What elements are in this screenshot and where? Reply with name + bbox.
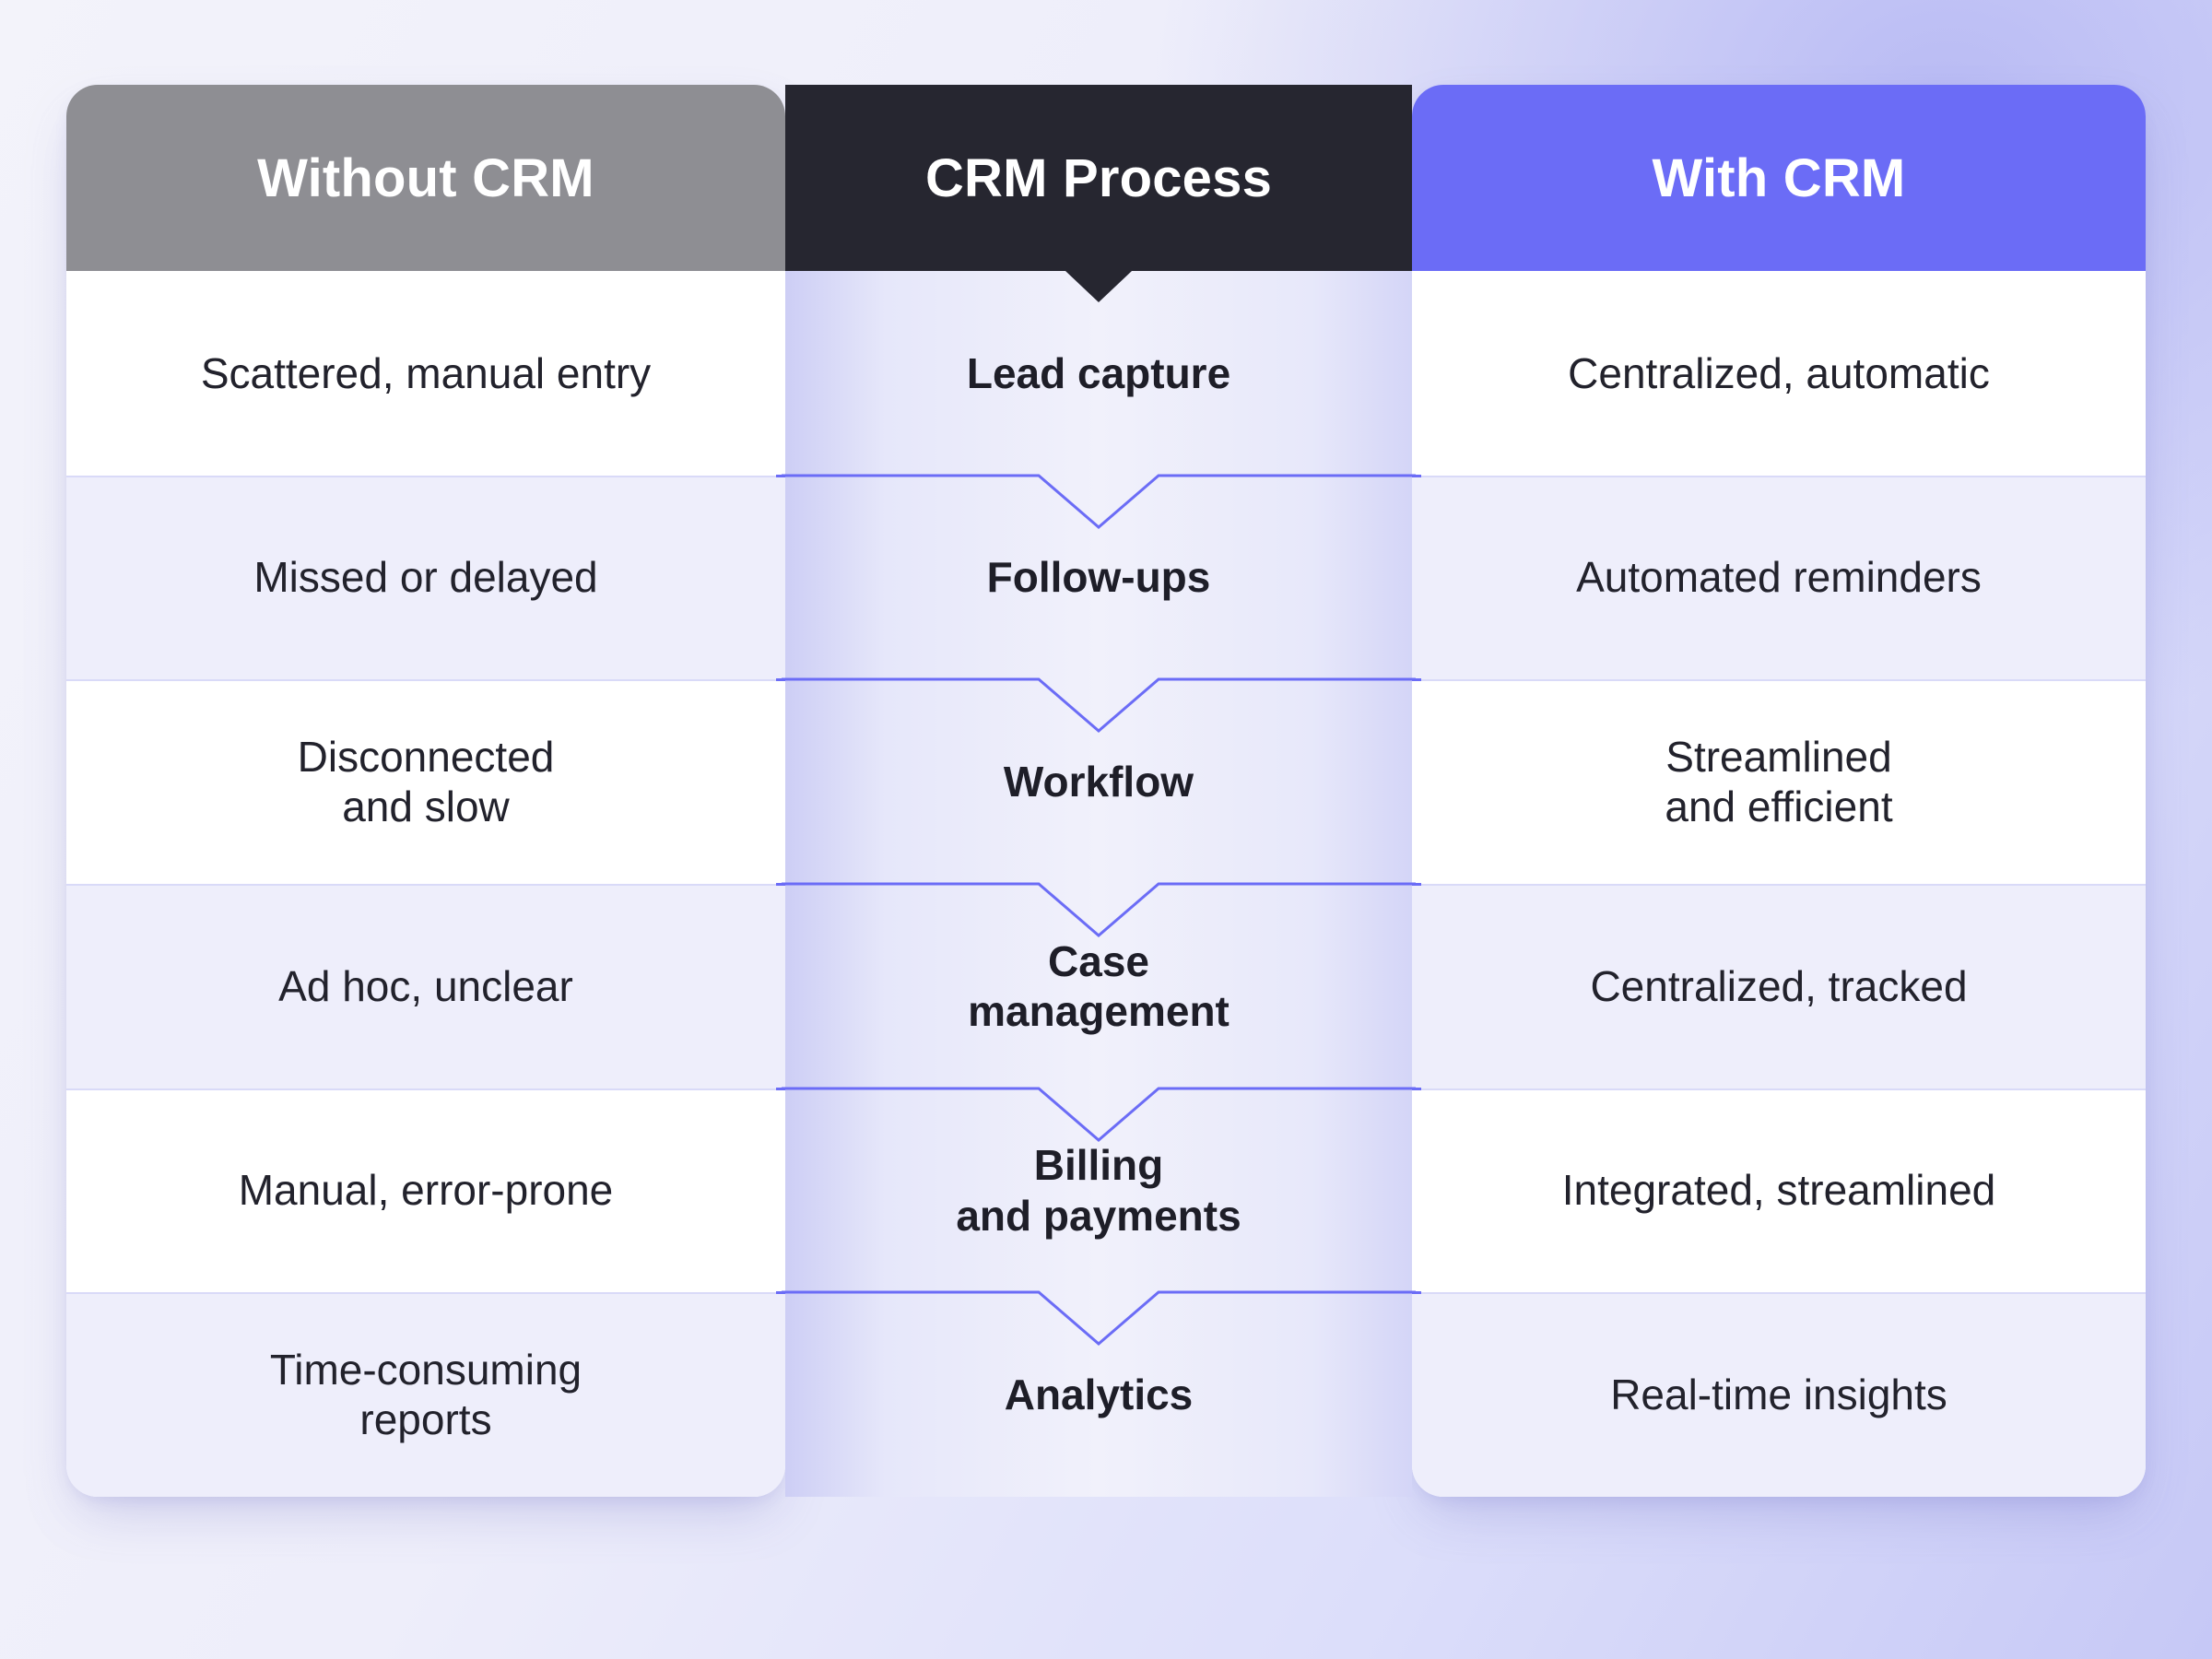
cell-with-5: Real-time insights (1412, 1292, 2146, 1497)
column-with-crm: With CRM Centralized, automatic Automate… (1412, 85, 2146, 1497)
row-connector-chevron (782, 1290, 1416, 1347)
header-crm-process: CRM Process (785, 85, 1412, 271)
left-column-stack: Without CRM Scattered, manual entry Miss… (66, 85, 785, 1497)
connector-stub-left (776, 1291, 785, 1295)
row-connector-chevron (782, 1087, 1416, 1142)
connector-stub-left (776, 678, 785, 682)
column-without-crm: Without CRM Scattered, manual entry Miss… (66, 85, 785, 1497)
header-without-crm: Without CRM (66, 85, 785, 271)
crm-comparison-table: Without CRM Scattered, manual entry Miss… (66, 85, 2146, 1497)
right-column-stack: With CRM Centralized, automatic Automate… (1412, 85, 2146, 1497)
connector-stub-left (776, 883, 785, 887)
cell-step-5: Analytics (1004, 1371, 1194, 1419)
cell-step-0: Lead capture (966, 348, 1231, 397)
cell-with-0: Centralized, automatic (1412, 271, 2146, 476)
row-connector-chevron (782, 474, 1416, 529)
cell-with-1: Automated reminders (1412, 475, 2146, 680)
header-with-crm: With CRM (1412, 85, 2146, 271)
row-connector-chevron (782, 882, 1416, 937)
column-crm-process: CRM Process Lead capture Follow-ups Work… (785, 85, 1412, 1497)
cell-without-0: Scattered, manual entry (66, 271, 785, 476)
mid-column-strip (785, 85, 1412, 1497)
connector-stub-left (776, 1087, 785, 1090)
connector-stub-right (1412, 883, 1421, 887)
cell-with-4: Integrated, streamlined (1412, 1088, 2146, 1293)
cell-step-1: Follow-ups (986, 553, 1211, 602)
connector-stub-right (1412, 474, 1421, 477)
cell-without-4: Manual, error-prone (66, 1088, 785, 1293)
cell-with-3: Centralized, tracked (1412, 884, 2146, 1088)
cell-without-1: Missed or delayed (66, 475, 785, 680)
cell-without-3: Ad hoc, unclear (66, 884, 785, 1088)
row-connector-chevron (782, 677, 1416, 734)
connector-stub-right (1412, 678, 1421, 682)
connector-stub-right (1412, 1291, 1421, 1295)
cell-step-2: Workflow (1003, 758, 1194, 806)
connector-stub-right (1412, 1087, 1421, 1090)
connector-stub-left (776, 474, 785, 477)
mid-column-stack: CRM Process Lead capture Follow-ups Work… (785, 85, 1412, 1497)
